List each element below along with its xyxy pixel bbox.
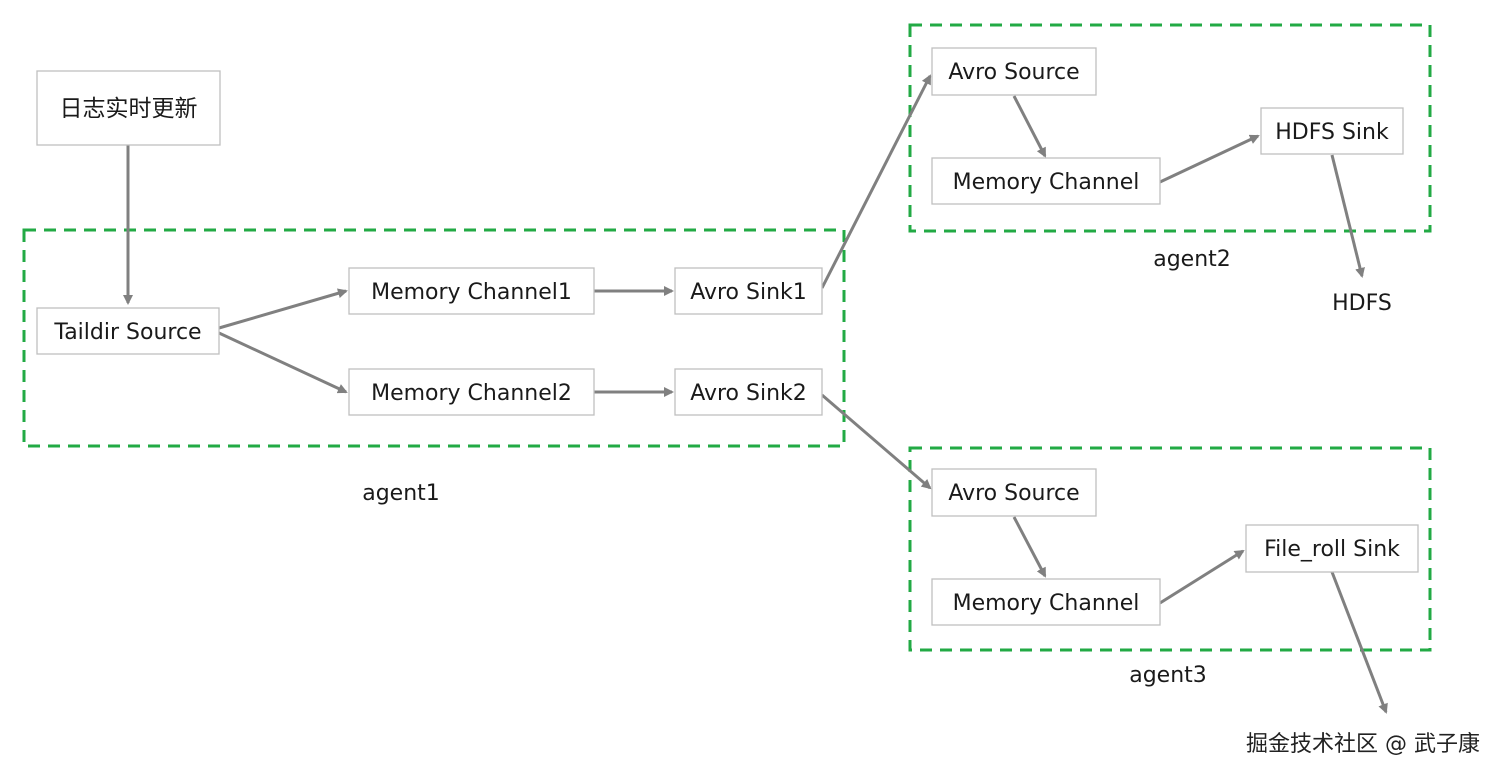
- memory-channel-1-label: Memory Channel1: [371, 280, 572, 305]
- watermark-text: 掘金技术社区 @ 武子康: [1246, 732, 1480, 757]
- file-roll-sink-label: File_roll Sink: [1264, 537, 1400, 562]
- edge-agent3-channel-to-fileroll-sink: [1159, 549, 1245, 605]
- avro-sink-2-node: Avro Sink2: [674, 368, 823, 416]
- file-roll-sink-node: File_roll Sink: [1245, 524, 1419, 573]
- edge-sink1-to-agent2-source: [820, 74, 932, 289]
- agent3-container: [908, 446, 1432, 652]
- hdfs-sink-node: HDFS Sink: [1260, 107, 1404, 155]
- agent2-container: [908, 23, 1432, 233]
- agent3-avro-source-node: Avro Source: [931, 468, 1097, 517]
- avro-sink-1-node: Avro Sink1: [674, 267, 823, 315]
- memory-channel-2-label: Memory Channel2: [371, 381, 572, 406]
- taildir-source-node: Taildir Source: [36, 307, 220, 355]
- edge-taildir-to-channel2: [218, 331, 348, 394]
- agent2-avro-source-node: Avro Source: [931, 47, 1097, 96]
- log-update-node: 日志实时更新: [36, 70, 221, 146]
- agent3-avro-source-label: Avro Source: [948, 481, 1079, 506]
- agent1-container: [22, 228, 846, 448]
- agent2-avro-source-label: Avro Source: [948, 60, 1079, 85]
- agent2-memory-channel-node: Memory Channel: [931, 157, 1161, 205]
- taildir-source-label: Taildir Source: [53, 320, 201, 345]
- log-update-label: 日志实时更新: [60, 96, 198, 122]
- edge-fileroll-sink-to-output: [1330, 571, 1388, 714]
- edge-taildir-to-channel1: [218, 288, 348, 330]
- edge-sink2-to-agent3-source: [821, 393, 932, 490]
- agent3-memory-channel-node: Memory Channel: [931, 578, 1161, 626]
- agent2-memory-channel-label: Memory Channel: [953, 170, 1140, 195]
- edges: [123, 74, 1388, 714]
- edge-agent2-source-to-channel: [1012, 95, 1047, 158]
- agent3-memory-channel-label: Memory Channel: [953, 591, 1140, 616]
- agent1-label: agent1: [362, 481, 440, 506]
- edge-agent2-channel-to-hdfs-sink: [1159, 134, 1260, 184]
- hdfs-label: HDFS: [1332, 291, 1392, 316]
- avro-sink-2-label: Avro Sink2: [690, 381, 807, 406]
- agent2-label: agent2: [1153, 247, 1231, 272]
- edge-agent3-source-to-channel: [1012, 516, 1047, 578]
- agent3-label: agent3: [1129, 663, 1207, 688]
- hdfs-sink-label: HDFS Sink: [1275, 120, 1389, 145]
- memory-channel-1-node: Memory Channel1: [348, 267, 595, 315]
- memory-channel-2-node: Memory Channel2: [348, 368, 595, 416]
- edge-hdfs-sink-to-hdfs: [1330, 154, 1365, 278]
- avro-sink-1-label: Avro Sink1: [690, 280, 807, 305]
